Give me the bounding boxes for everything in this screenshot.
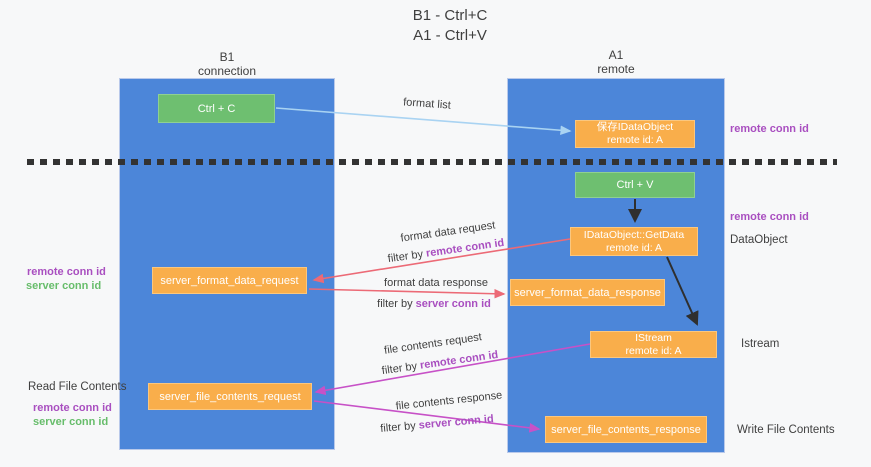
title-line-2: A1 - Ctrl+V [413,27,487,44]
annotation-dataobject: DataObject [730,234,788,246]
node-server-format-data-response: server_format_data_response [510,279,665,306]
node-idataobject-getdata: IDataObject::GetData remote id: A [570,227,698,256]
node-ctrl-c-label: Ctrl + C [197,102,236,115]
node-file-response-label: server_file_contents_response [551,423,701,436]
annotation-read-file-contents: Read File Contents [28,381,127,393]
filter-by-text: filter by [379,419,420,435]
node-format-response-label: server_format_data_response [514,286,661,299]
lifeline-b1-name: B1 [219,50,235,64]
arrow-format-data-response [308,288,506,299]
node-server-format-data-request: server_format_data_request [152,267,307,294]
annotation-left-server-conn-id-2: server conn id [33,416,109,428]
lifeline-a1-role: remote [597,62,635,76]
node-server-file-contents-request: server_file_contents_request [148,383,312,410]
remote-conn-id-key: remote conn id [425,236,505,260]
node-file-request-label: server_file_contents_request [159,390,301,403]
annotation-left-server-conn-id-1: server conn id [26,280,102,292]
lifeline-header-a1: A1 remote [541,48,691,76]
lifeline-b1-role: connection [197,64,257,78]
node-getdata-line1: IDataObject::GetData [583,228,685,241]
node-store-dataobject: 保存IDataObject remote id: A [575,120,695,148]
node-server-file-contents-response: server_file_contents_response [545,416,707,443]
node-istream-line2: remote id: A [625,344,682,357]
annotation-istream: Istream [741,338,780,350]
annotation-left-remote-conn-id-2: remote conn id [33,402,112,414]
lifeline-a1-name: A1 [608,48,624,62]
edge-label-format-list: format list [402,96,452,112]
node-getdata-line2: remote id: A [605,241,663,254]
annotation-write-file-contents: Write File Contents [737,424,835,436]
session-boundary-dashed-line [27,159,837,165]
filter-by-text: filter by [387,247,427,266]
node-ctrl-v-label: Ctrl + V [616,179,654,191]
edge-label-file-contents-response: file contents response [395,389,503,413]
edge-label-format-data-response: format data response [384,277,488,289]
server-conn-id-key: server conn id [418,413,495,432]
annotation-remote-conn-id-top: remote conn id [730,123,809,135]
node-ctrl-v: Ctrl + V [575,172,695,198]
title-line-1: B1 - Ctrl+C [412,7,488,24]
remote-conn-id-key: remote conn id [419,348,499,372]
annotation-remote-conn-id-mid: remote conn id [730,211,809,223]
node-store-dataobject-line1: 保存IDataObject [596,121,674,133]
node-istream: IStream remote id: A [590,331,717,358]
server-conn-id-key: server conn id [415,298,491,310]
lifeline-header-b1: B1 connection [152,50,302,78]
edge-label-format-data-response-filter: filter by server conn id [377,298,491,310]
node-format-request-label: server_format_data_request [160,274,299,287]
node-ctrl-c: Ctrl + C [158,94,275,123]
filter-by-text: filter by [381,359,421,378]
filter-by-text: filter by [377,298,416,310]
node-istream-line1: IStream [635,331,672,344]
diagram-title: B1 - Ctrl+C A1 - Ctrl+V [315,6,585,46]
edge-label-file-contents-response-filter: filter by server conn id [380,413,494,435]
node-store-dataobject-line2: remote id: A [606,134,664,146]
annotation-left-remote-conn-id-1: remote conn id [27,266,106,278]
